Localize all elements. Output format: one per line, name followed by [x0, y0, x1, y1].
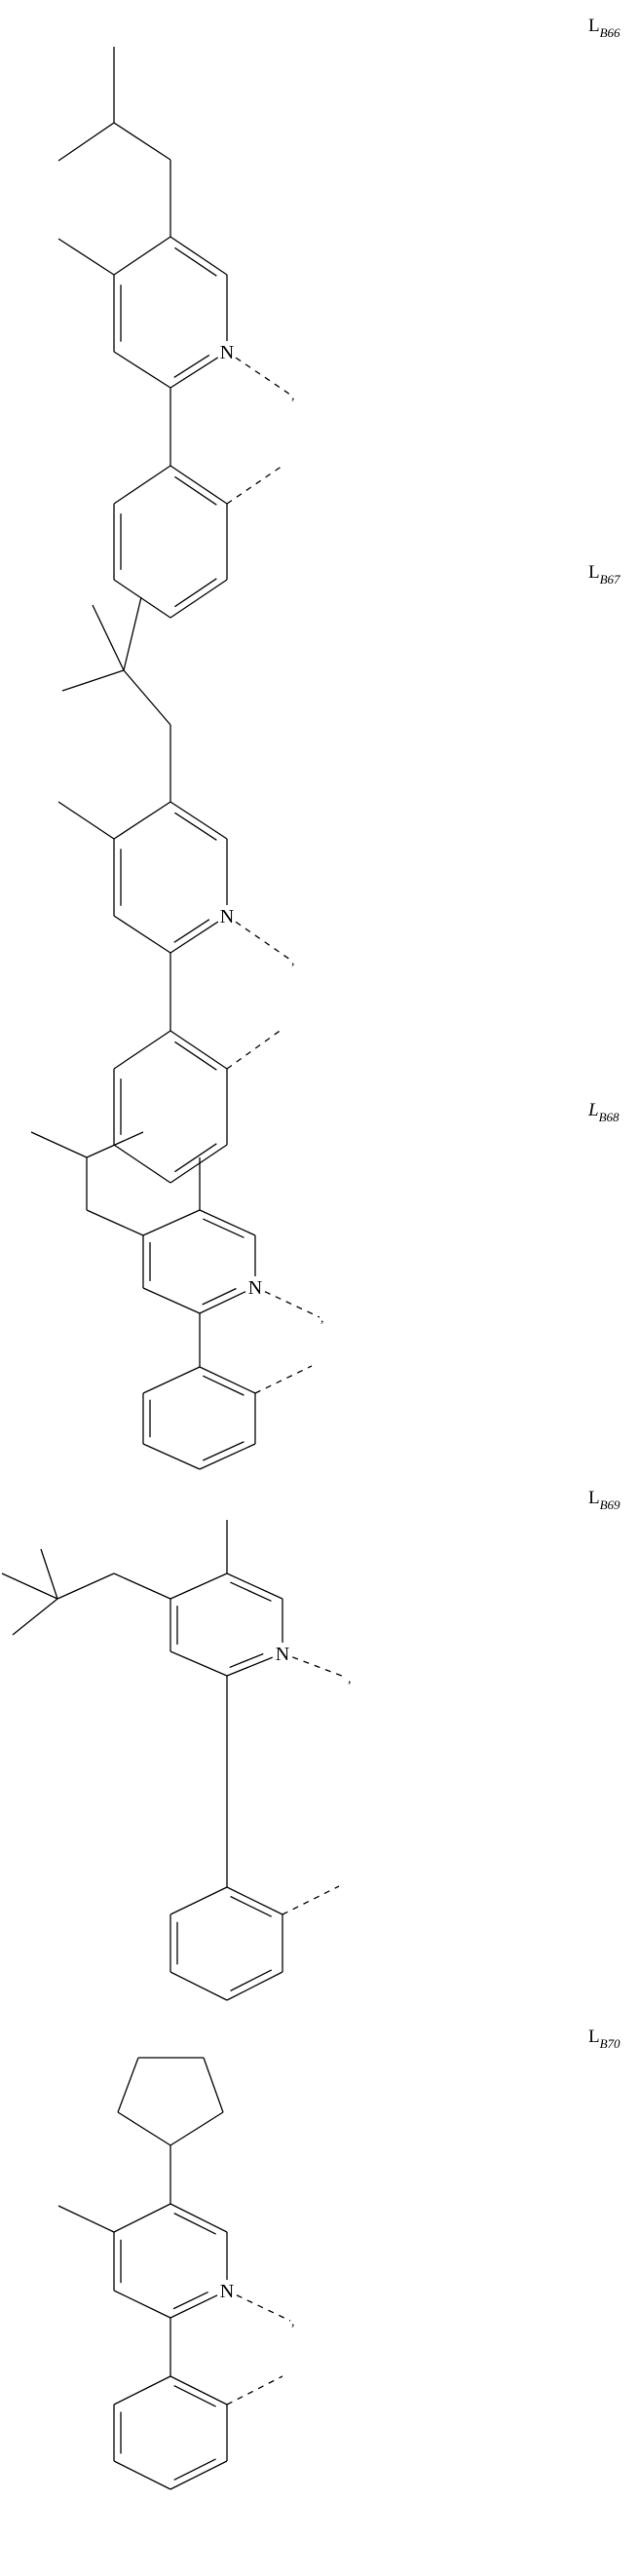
phenyl-double-bond [200, 1444, 255, 1469]
terminator-comma: , [348, 1672, 352, 1686]
pyridine-double-bond [170, 358, 218, 388]
substituent-bond [41, 1549, 57, 1599]
phenyl-bond [114, 1031, 170, 1069]
substituent-bond [31, 1132, 87, 1157]
phenyl-double-bond-inner [174, 476, 216, 505]
pyridine-bond [114, 2291, 170, 2318]
coordination-bond-dashed [265, 1292, 320, 1317]
substituent-bond [87, 1132, 143, 1157]
pyridine-bond [170, 1651, 227, 1676]
substituent-bond [170, 2112, 223, 2145]
metal-bond-dashed [282, 1886, 339, 1914]
pyridine-double-bond-inner [174, 247, 216, 276]
substituent-bond [2, 1573, 57, 1599]
nitrogen-atom-label: N [276, 1644, 289, 1665]
structure-b68: N, [31, 1132, 324, 1469]
structure-b67: N, [58, 597, 295, 1183]
pyridine-double-bond-inner [174, 813, 216, 840]
phenyl-double-bond [170, 466, 227, 504]
substituent-bond [13, 1599, 57, 1635]
substituent-bond [118, 2112, 170, 2145]
phenyl-double-bond [170, 1031, 227, 1069]
substituent-bond [58, 2206, 114, 2232]
phenyl-bond [114, 2376, 170, 2405]
terminator-comma: , [291, 2315, 295, 2330]
pyridine-double-bond-inner [230, 1582, 271, 1601]
pyridine-bond [170, 1573, 227, 1599]
nitrogen-atom-label: N [248, 1277, 262, 1299]
substituent-bond [57, 1573, 114, 1599]
metal-bond-dashed [227, 466, 282, 504]
substituent-bond [114, 123, 170, 160]
pyridine-double-bond [170, 802, 227, 839]
phenyl-double-bond [227, 1972, 282, 2000]
substituent-bond [93, 605, 124, 670]
substituent-bond [58, 239, 114, 275]
structure-b69: N, [2, 1520, 352, 2000]
phenyl-bond [170, 1972, 227, 2000]
phenyl-bond [170, 1887, 227, 1914]
metal-bond-dashed [255, 1366, 312, 1393]
pyridine-bond [114, 237, 170, 275]
pyridine-bond [114, 802, 170, 839]
nitrogen-atom-label: N [220, 2281, 234, 2302]
substituent-bond [118, 2058, 138, 2112]
pyridine-double-bond [170, 237, 227, 275]
phenyl-double-bond [170, 1145, 227, 1183]
coordination-bond-dashed [237, 2295, 290, 2321]
phenyl-double-bond-inner [174, 1144, 216, 1172]
substituent-bond [124, 670, 170, 725]
terminator-comma: , [291, 389, 295, 403]
phenyl-double-bond-inner [174, 579, 216, 607]
substituent-bond [58, 802, 114, 839]
pyridine-double-bond-inner [230, 1653, 264, 1667]
metal-bond-dashed [227, 2376, 282, 2405]
substituent-bond [204, 2058, 223, 2112]
terminator-comma: , [291, 954, 295, 968]
phenyl-double-bond [227, 1887, 282, 1914]
structure-b66: N, [58, 47, 295, 618]
structure-b70: N, [58, 2058, 295, 2489]
terminator-comma: , [320, 1311, 324, 1326]
phenyl-double-bond [170, 2376, 227, 2405]
pyridine-double-bond-inner [203, 1289, 237, 1305]
substituent-bond [124, 597, 141, 670]
pyridine-double-bond [170, 922, 218, 953]
phenyl-double-bond [200, 1367, 255, 1393]
phenyl-bond [143, 1444, 200, 1469]
coordination-bond-dashed [236, 922, 290, 960]
metal-bond-dashed [227, 1029, 282, 1069]
phenyl-double-bond-inner [203, 1442, 244, 1460]
phenyl-bond [114, 2461, 170, 2489]
pyridine-bond [114, 352, 170, 388]
phenyl-bond [143, 1367, 200, 1393]
coordination-bond-dashed [292, 1657, 347, 1678]
substituent-bond [114, 1573, 170, 1599]
phenyl-bond [114, 1145, 170, 1183]
pyridine-bond [114, 916, 170, 953]
substituent-bond [87, 1210, 143, 1235]
pyridine-bond [143, 1210, 200, 1235]
pyridine-double-bond [227, 1657, 273, 1676]
substituent-bond [62, 670, 124, 691]
pyridine-double-bond [227, 1573, 282, 1599]
phenyl-double-bond [170, 2461, 227, 2489]
phenyl-bond [114, 580, 170, 618]
substituent-bond [58, 123, 114, 161]
pyridine-double-bond-inner [173, 2292, 208, 2309]
pyridine-double-bond-inner [203, 1219, 244, 1237]
nitrogen-atom-label: N [220, 906, 234, 928]
coordination-bond-dashed [236, 358, 290, 395]
pyridine-double-bond [170, 2204, 227, 2232]
phenyl-double-bond-inner [174, 1042, 216, 1070]
pyridine-bond [143, 1288, 200, 1313]
pyridine-double-bond [200, 1210, 255, 1235]
phenyl-bond [114, 466, 170, 504]
pyridine-bond [114, 2204, 170, 2232]
phenyl-double-bond [170, 580, 227, 618]
nitrogen-atom-label: N [220, 342, 234, 363]
